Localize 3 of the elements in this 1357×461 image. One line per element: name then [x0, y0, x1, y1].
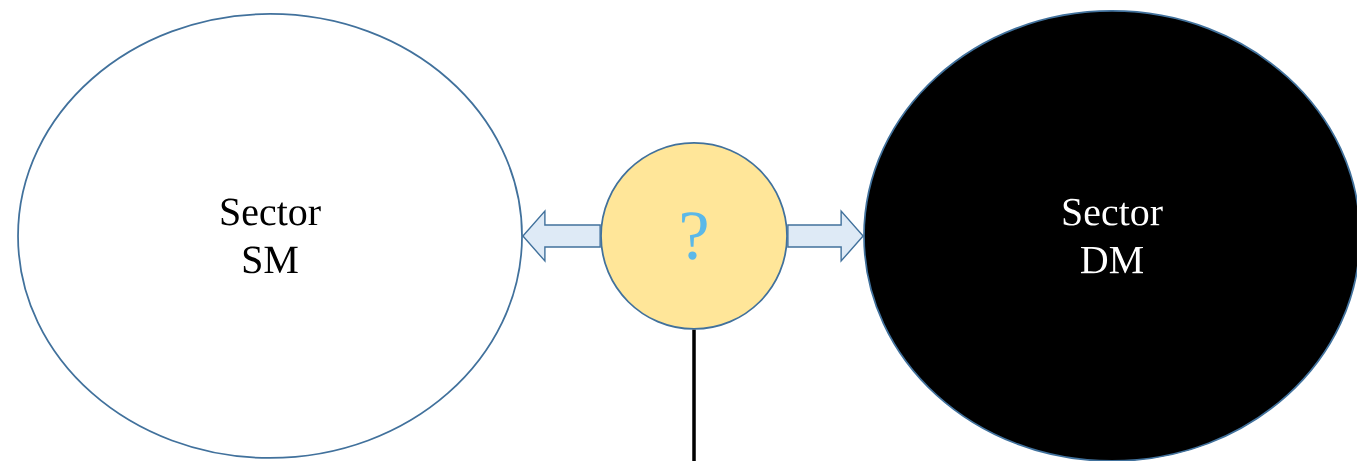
- block-arrow: [787, 209, 865, 263]
- block-arrow: [521, 209, 601, 263]
- line: [692, 329, 696, 461]
